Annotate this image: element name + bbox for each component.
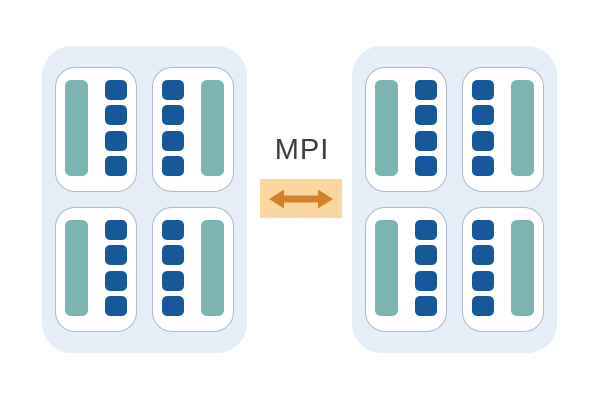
core-square — [105, 270, 127, 291]
teal-bar — [65, 220, 88, 316]
core-square — [472, 270, 494, 291]
core-square — [472, 220, 494, 240]
core-square — [472, 105, 494, 126]
core-square — [415, 295, 437, 316]
node-left — [42, 46, 247, 353]
core-square — [105, 155, 127, 176]
teal-bar — [511, 80, 534, 176]
core-square — [162, 155, 184, 176]
socket — [152, 207, 234, 332]
socket — [55, 207, 137, 332]
socket — [462, 207, 544, 332]
core-square — [415, 220, 437, 240]
core-square — [105, 295, 127, 316]
core-column — [105, 220, 127, 316]
core-column — [472, 220, 494, 316]
socket — [55, 67, 137, 192]
core-square — [415, 80, 437, 100]
core-square — [472, 295, 494, 316]
socket — [365, 67, 447, 192]
core-square — [415, 270, 437, 291]
teal-bar — [375, 220, 398, 316]
core-square — [472, 130, 494, 151]
node-right — [352, 46, 557, 353]
core-square — [162, 245, 184, 266]
core-square — [105, 80, 127, 100]
core-square — [415, 130, 437, 151]
core-square — [105, 105, 127, 126]
core-square — [472, 155, 494, 176]
core-square — [105, 220, 127, 240]
teal-bar — [201, 220, 224, 316]
core-square — [105, 245, 127, 266]
core-column — [415, 80, 437, 176]
core-square — [105, 130, 127, 151]
mpi-link-box — [260, 179, 342, 218]
mpi-label: MPI — [274, 134, 330, 166]
core-square — [472, 80, 494, 100]
core-square — [162, 130, 184, 151]
teal-bar — [201, 80, 224, 176]
socket — [152, 67, 234, 192]
core-column — [415, 220, 437, 316]
core-square — [415, 245, 437, 266]
teal-bar — [375, 80, 398, 176]
core-square — [415, 105, 437, 126]
teal-bar — [65, 80, 88, 176]
core-square — [415, 155, 437, 176]
core-column — [105, 80, 127, 176]
teal-bar — [511, 220, 534, 316]
double-arrow-icon — [269, 189, 333, 208]
core-square — [162, 105, 184, 126]
core-column — [472, 80, 494, 176]
core-column — [162, 220, 184, 316]
core-square — [162, 295, 184, 316]
core-square — [162, 270, 184, 291]
socket — [365, 207, 447, 332]
core-column — [162, 80, 184, 176]
socket — [462, 67, 544, 192]
core-square — [162, 220, 184, 240]
core-square — [472, 245, 494, 266]
core-square — [162, 80, 184, 100]
